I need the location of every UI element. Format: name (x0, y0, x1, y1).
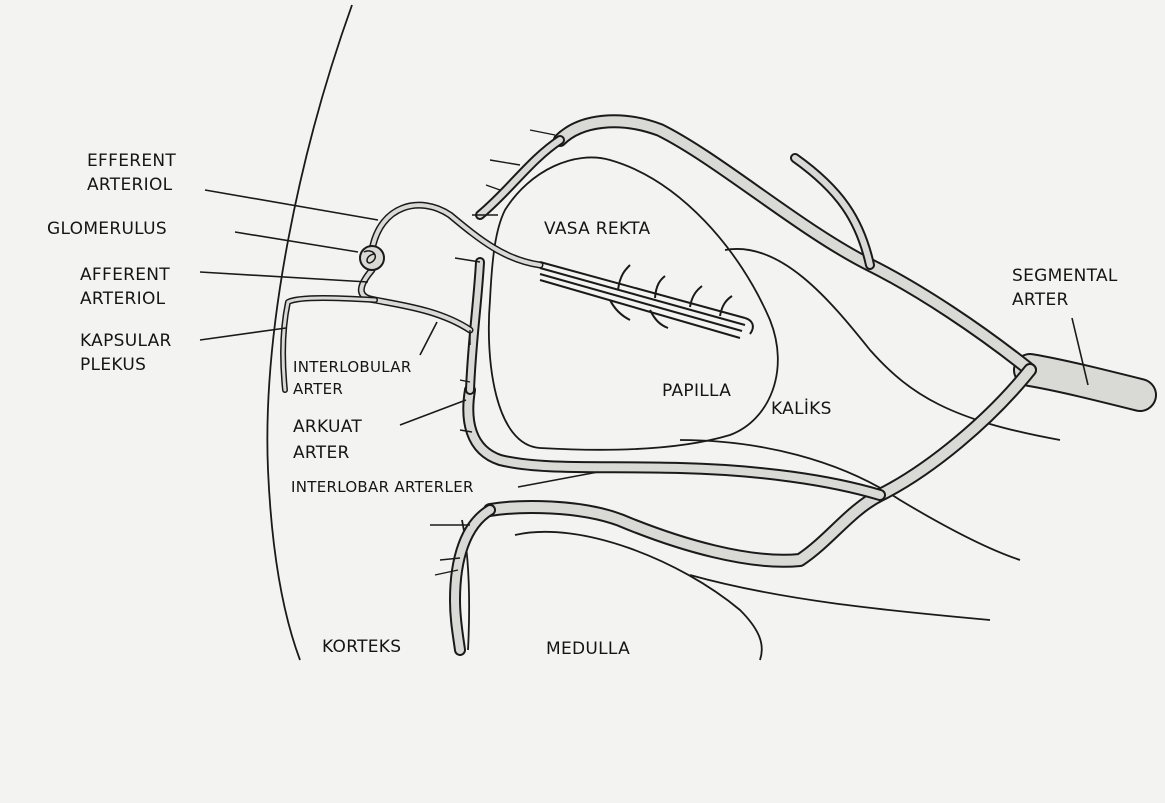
segmental-arter-label-1: SEGMENTAL (1012, 266, 1118, 286)
medulla-label: MEDULLA (546, 639, 630, 659)
arkuat-arter-label-2: ARTER (293, 443, 350, 463)
glomerulus-leader (235, 232, 358, 252)
afferent-arteriol-label-1: AFFERENT (80, 265, 170, 285)
efferent-leader (205, 190, 378, 220)
korteks-label: KORTEKS (322, 637, 401, 657)
interlobular-arter-label-2: ARTER (293, 380, 343, 398)
glomerulus-label: GLOMERULUS (47, 219, 167, 239)
capsular-plexus-vessel (283, 298, 375, 390)
arkuat-leader (400, 400, 466, 425)
kapsular-plekus-label-2: PLEKUS (80, 355, 146, 375)
medulla-lower-line (690, 575, 990, 620)
efferent-arteriole-vessel (372, 205, 540, 265)
interlobular-arter-label-1: INTERLOBULAR (293, 358, 412, 376)
interlobar-leader (518, 472, 598, 487)
efferent-arteriol-label-1: EFFERENT (87, 151, 176, 171)
papilla-outline (489, 157, 778, 449)
efferent-arteriol-label-2: ARTERIOL (87, 175, 173, 195)
kapsular-plekus-label-1: KAPSULAR (80, 331, 172, 351)
capsular-plexus-vessel-fill (283, 298, 375, 390)
kaliks-label: KALİKS (771, 398, 832, 419)
interlobular-leader (420, 322, 437, 355)
arkuat-arter-label-1: ARKUAT (293, 417, 362, 437)
interlobar-arterler-label: INTERLOBAR ARTERLER (291, 478, 474, 496)
vasa-recta-bundle (540, 262, 753, 338)
upper-arcuate-branch-fill (480, 140, 560, 215)
glomerulus-knot (360, 246, 384, 270)
renal-capsule-outline (267, 5, 352, 660)
vasa-rekta-label: VASA REKTA (544, 219, 650, 239)
calyx-lower-outline (680, 440, 1020, 560)
segmental-arter-label-2: ARTER (1012, 290, 1069, 310)
afferent-leader (200, 272, 368, 282)
papilla-label: PAPILLA (662, 381, 731, 401)
afferent-arteriol-label-2: ARTERIOL (80, 289, 166, 309)
